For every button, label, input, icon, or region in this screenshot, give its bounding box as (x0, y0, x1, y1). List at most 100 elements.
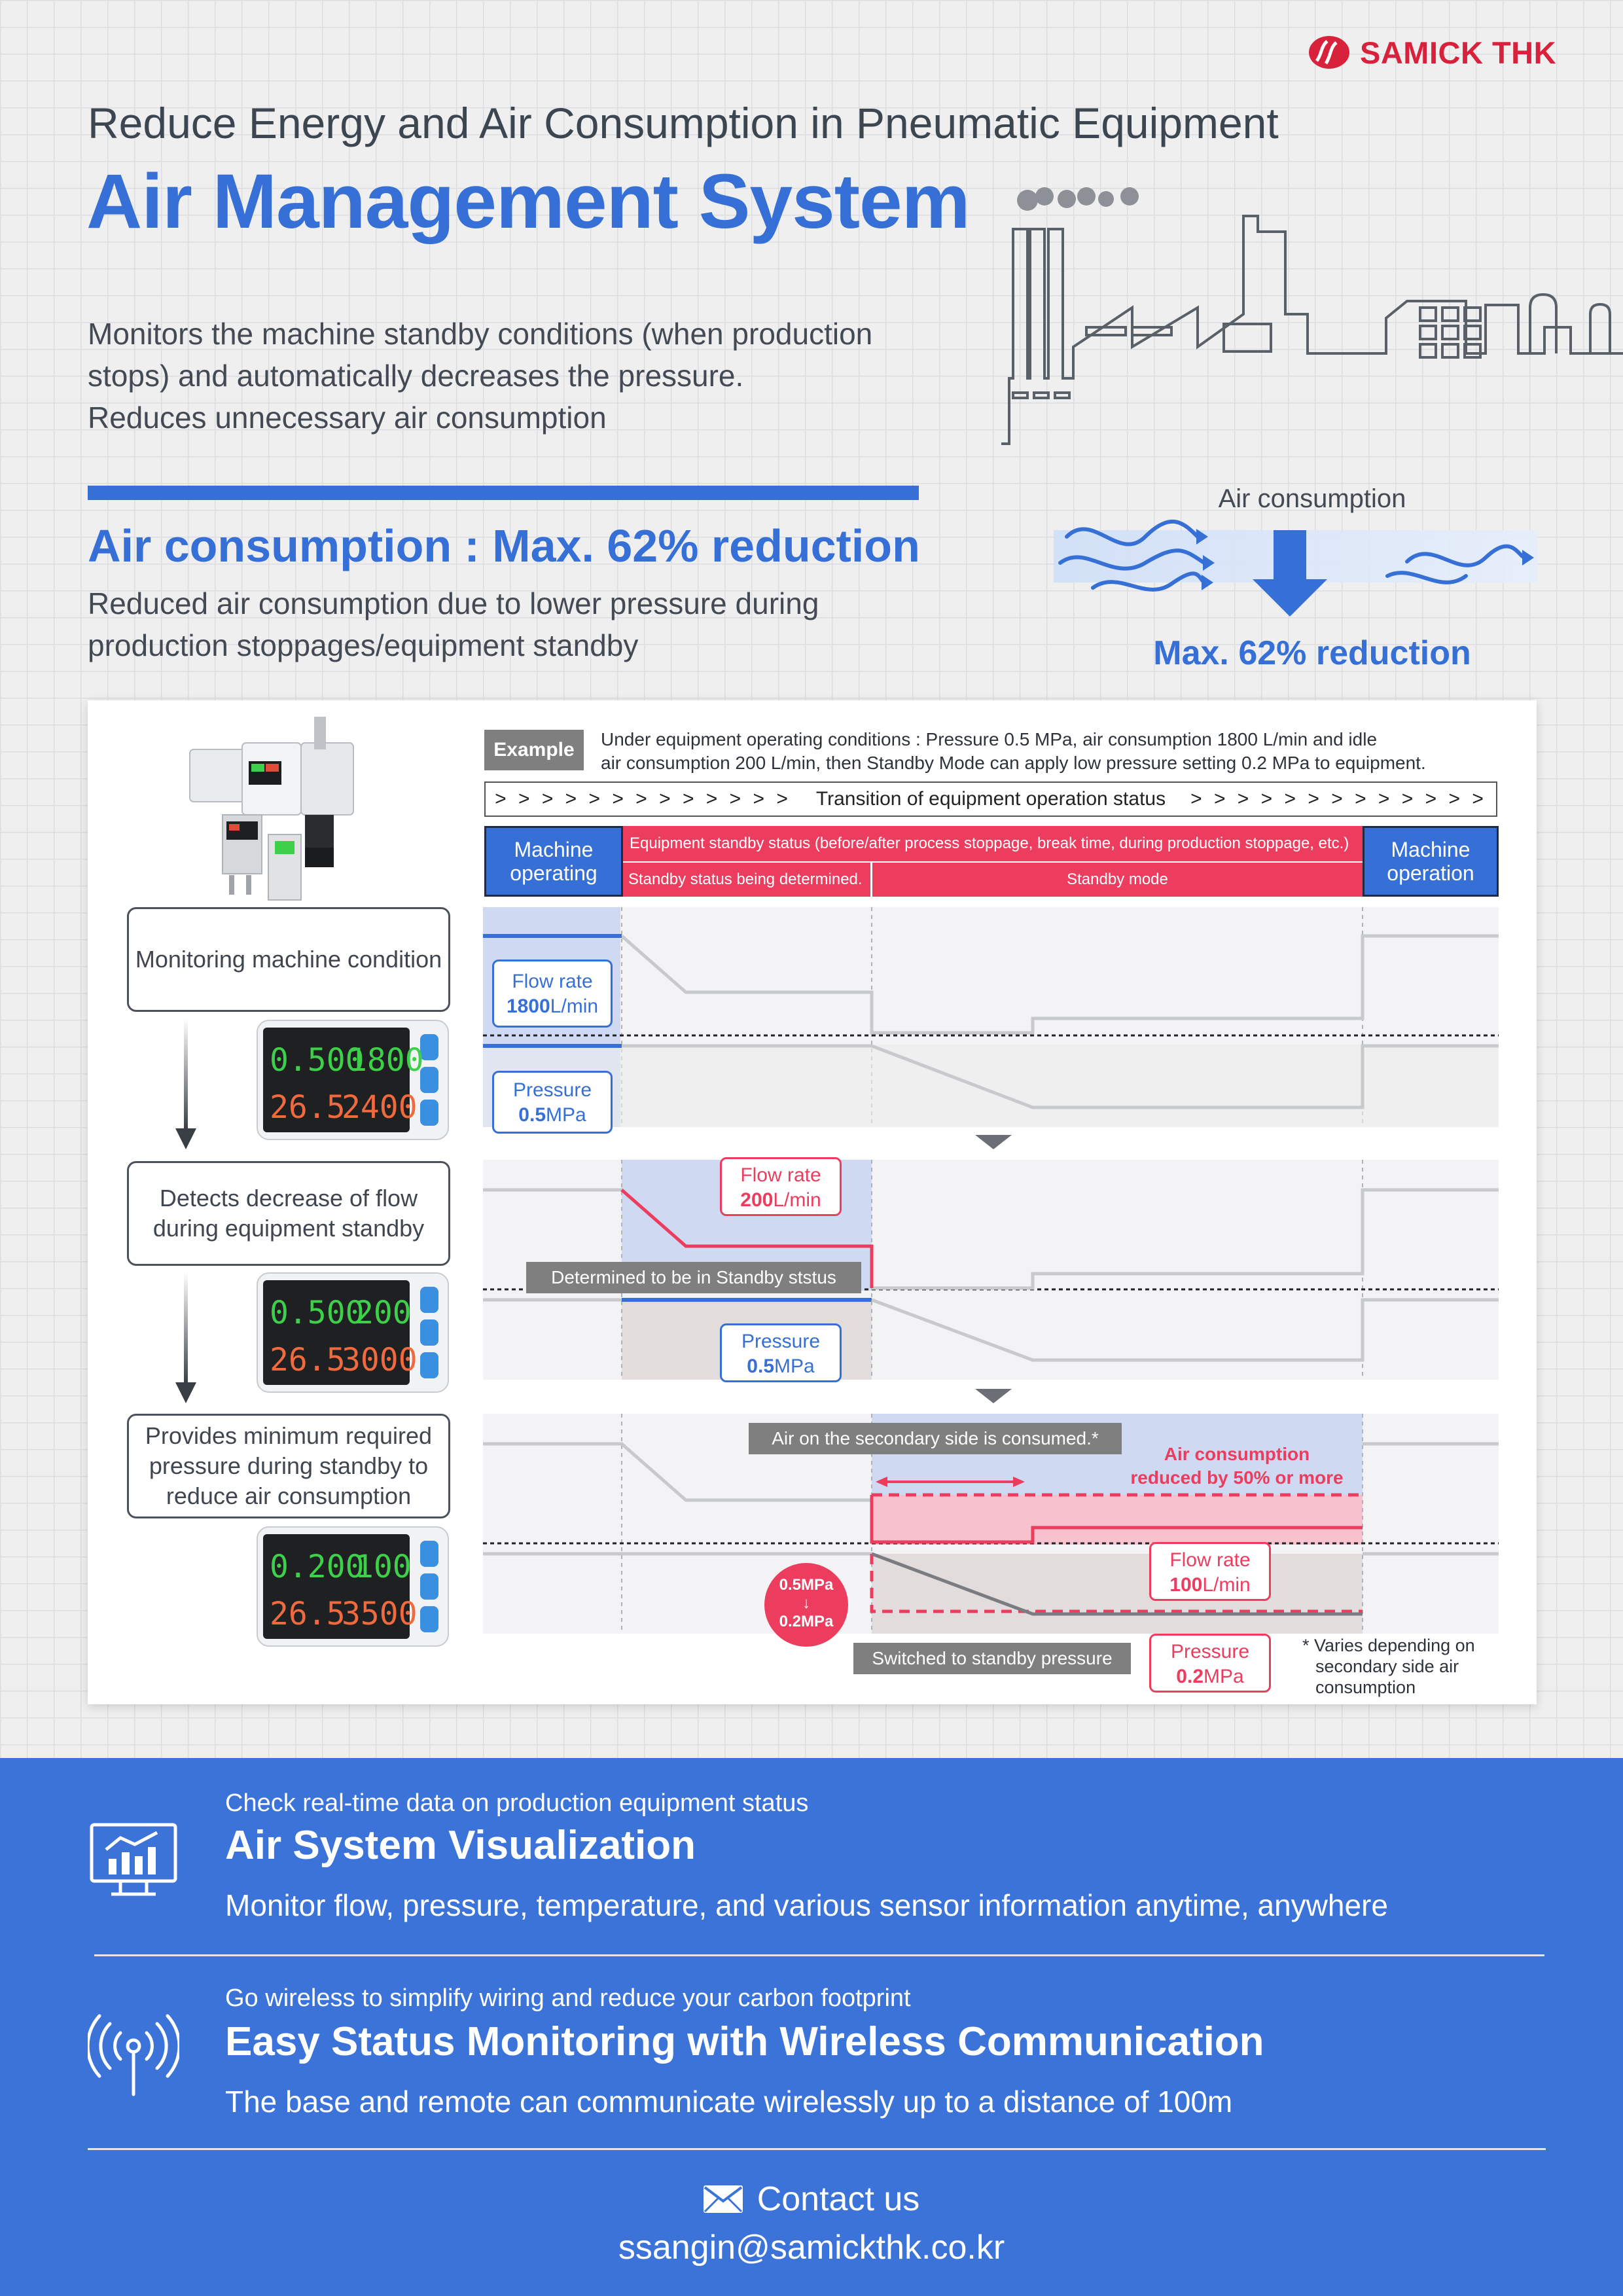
pressure-value: 0.2 (1176, 1666, 1204, 1687)
example-text: Under equipment operating conditions : P… (601, 728, 1510, 775)
note-line: Air consumption (1164, 1444, 1310, 1464)
air-consumption-label: Air consumption (1218, 484, 1406, 513)
arrow-down-icon (175, 1018, 196, 1149)
step-provides-box: Provides minimum required pressure durin… (127, 1414, 450, 1518)
intro-text: Monitors the machine standby conditions … (88, 313, 1043, 439)
flow-value: 100 (1169, 1574, 1203, 1596)
meter-total: 3500 (342, 1596, 418, 1632)
example-line: air consumption 200 L/min, then Standby … (601, 753, 1426, 773)
intro-line: stops) and automatically decreases the p… (88, 359, 744, 393)
meter-temp: 26.5 (270, 1089, 346, 1126)
step-monitoring-box: Monitoring machine condition (127, 907, 450, 1012)
wireless-desc: The base and remote can communicate wire… (225, 2085, 1233, 2119)
callout-value: 100L/min (1151, 1573, 1269, 1598)
consumption-line: production stoppages/equipment standby (88, 628, 639, 662)
footnote-line: * Varies depending on (1302, 1636, 1475, 1655)
footer-divider (88, 2148, 1546, 2150)
transition-label: Transition of equipment operation status (815, 788, 1166, 810)
chevron-down-icon (975, 1135, 1012, 1149)
contact-label: Contact us (757, 2180, 920, 2218)
pressure-flow-meter: 0.500 200 26.5 3000 (257, 1272, 449, 1393)
callout-label: Pressure (741, 1331, 821, 1352)
step-label: Detects decrease of flow during equipmen… (152, 1185, 425, 1242)
logo-text: SAMICK THK (1360, 35, 1557, 70)
footer-divider (94, 1954, 1544, 1956)
air-reduced-note: Air consumption reduced by 50% or more (1073, 1443, 1400, 1490)
pressure-unit: MPa (1204, 1666, 1244, 1687)
contact-email-link[interactable]: ssangin@samickthk.co.kr (618, 2229, 1005, 2267)
wireless-title: Easy Status Monitoring with Wireless Com… (225, 2019, 1264, 2064)
pressure-change-badge: 0.5MPa ↓ 0.2MPa (764, 1563, 848, 1647)
pressure-flow-meter: 0.200 100 26.5 3500 (257, 1526, 449, 1647)
pressure-value: 0.5 (518, 1104, 546, 1126)
arrow-down-icon (175, 1272, 196, 1403)
visualization-title: Air System Visualization (225, 1823, 696, 1868)
status-machine-operating: Machine operating (484, 826, 623, 897)
flow-unit: L/min (773, 1189, 821, 1211)
callout-value: 0.5MPa (722, 1354, 840, 1379)
chart-monitor-icon (90, 1823, 177, 1896)
flow-rate-callout: Flow rate 200L/min (720, 1157, 842, 1216)
badge-from: 0.5MPa (779, 1576, 834, 1594)
status-equipment-standby: Equipment standby status (before/after p… (623, 826, 1363, 861)
flow-rate-callout: Flow rate 1800L/min (492, 960, 613, 1028)
contact-heading: Contact us (0, 2179, 1623, 2219)
visualization-kicker: Check real-time data on production equip… (225, 1789, 809, 1817)
air-flow-reduction-graphic (1054, 520, 1538, 617)
example-line: Under equipment operating conditions : P… (601, 729, 1378, 749)
callout-value: 0.2MPa (1151, 1664, 1269, 1689)
intro-line: Reduces unnecessary air consumption (88, 401, 607, 435)
footnote: * Varies depending on secondary side air… (1302, 1635, 1512, 1698)
note-line: reduced by 50% or more (1130, 1467, 1344, 1488)
callout-value: 200L/min (722, 1188, 840, 1213)
flow-rate-callout: Flow rate 100L/min (1149, 1542, 1271, 1601)
page-title: Air Management System (86, 158, 971, 245)
chevrons: > > > > > > > > > > > > > (1190, 788, 1487, 810)
status-machine-operation: Machine operation (1363, 826, 1499, 897)
air-consumption-reduction: Max. 62% reduction (1153, 634, 1471, 672)
consumption-description: Reduced air consumption due to lower pre… (88, 583, 965, 666)
status-being-determined: Standby status being determined. (623, 863, 870, 897)
secondary-side-label: Air on the secondary side is consumed.* (749, 1423, 1122, 1454)
badge-to: 0.2MPa (779, 1613, 834, 1630)
meter-temp: 26.5 (270, 1342, 346, 1378)
meter-total: 2400 (342, 1089, 418, 1126)
pressure-unit: MPa (774, 1355, 815, 1377)
intro-line: Monitors the machine standby conditions … (88, 317, 873, 351)
wireless-kicker: Go wireless to simplify wiring and reduc… (225, 1984, 911, 2012)
flow-value: 200 (740, 1189, 774, 1211)
pressure-callout: Pressure 0.5MPa (720, 1323, 842, 1382)
transition-bar: > > > > > > > > > > > > > Transition of … (484, 781, 1497, 817)
callout-label: Flow rate (740, 1164, 821, 1186)
example-badge: Example (484, 730, 584, 770)
flow-unit: L/min (550, 996, 599, 1017)
meter-pressure: 0.500 (270, 1042, 365, 1079)
meter-flow: 200 (355, 1295, 412, 1331)
flow-unit: L/min (1202, 1574, 1251, 1596)
samick-logo-icon (1309, 36, 1349, 69)
envelope-icon (703, 2185, 743, 2213)
flow-value: 1800 (506, 996, 550, 1017)
meter-flow: 1800 (348, 1042, 424, 1079)
callout-value: 0.5MPa (494, 1103, 611, 1128)
air-management-unit-image (189, 717, 354, 901)
timing-chart-monitoring (483, 907, 1499, 1127)
callout-value: 1800L/min (494, 994, 611, 1019)
brand-logo: SAMICK THK (1308, 33, 1556, 72)
section-divider (88, 486, 919, 500)
callout-label: Flow rate (1169, 1549, 1251, 1571)
consumption-line: Reduced air consumption due to lower pre… (88, 586, 819, 620)
pressure-unit: MPa (546, 1104, 586, 1126)
determined-standby-label: Determined to be in Standby ststus (526, 1262, 861, 1293)
chevrons: > > > > > > > > > > > > > (495, 788, 791, 810)
pressure-flow-meter: 0.500 1800 26.5 2400 (257, 1020, 449, 1140)
page-subtitle: Reduce Energy and Air Consumption in Pne… (88, 99, 1279, 147)
meter-pressure: 0.200 (270, 1549, 365, 1585)
footnote-line: consumption (1315, 1677, 1416, 1697)
meter-flow: 100 (355, 1549, 412, 1585)
pressure-callout: Pressure 0.2MPa (1149, 1634, 1271, 1693)
chevron-down-icon (975, 1389, 1012, 1403)
callout-label: Pressure (512, 1079, 592, 1101)
callout-label: Flow rate (512, 971, 593, 992)
factory-illustration (1001, 187, 1623, 445)
